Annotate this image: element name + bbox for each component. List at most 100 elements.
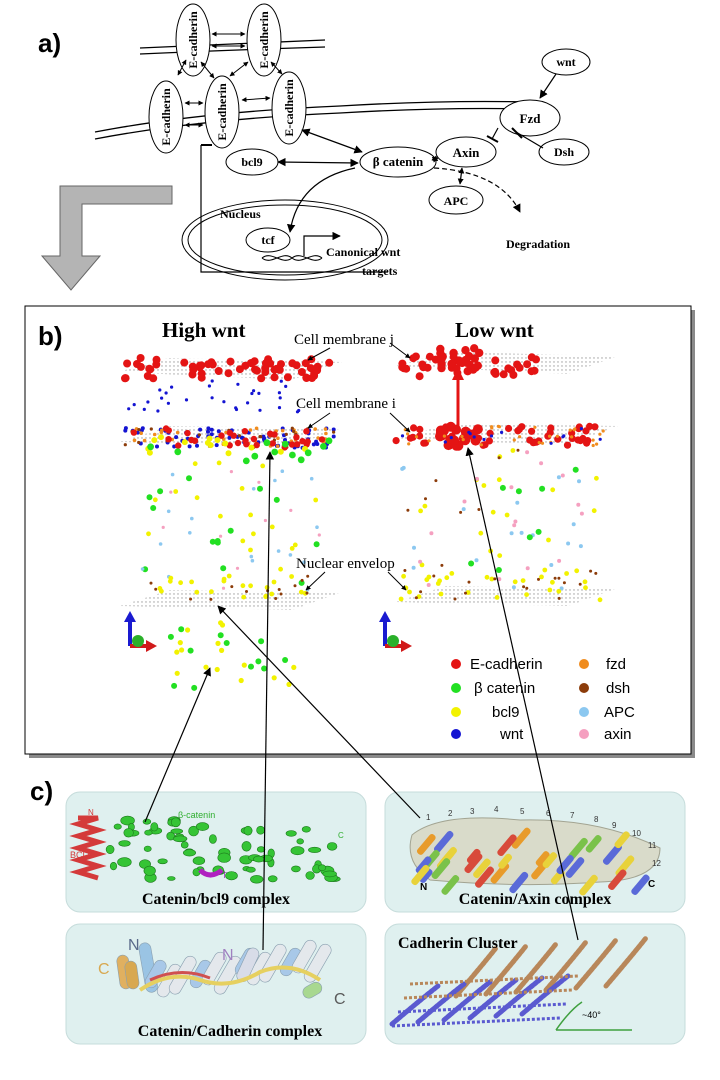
molecule-dot <box>574 568 580 574</box>
molecule-dot <box>447 359 456 369</box>
molecule-dot <box>407 589 412 595</box>
svg-text:3: 3 <box>470 807 475 816</box>
molecule-dot <box>500 430 504 434</box>
molecule-dot <box>513 519 518 524</box>
molecule-dot <box>402 364 411 373</box>
molecule-dot <box>263 594 269 600</box>
axin-node: Axin <box>435 136 497 168</box>
molecule-dot <box>495 567 502 573</box>
molecule-dot <box>537 441 541 445</box>
molecule-dot <box>438 591 444 597</box>
molecule-dot <box>513 360 522 369</box>
svg-text:1: 1 <box>426 813 431 822</box>
molecule-dot <box>497 553 503 558</box>
cadherin-1: E-cadherin <box>175 3 211 77</box>
molecule-dot <box>526 534 533 541</box>
molecule-dot <box>257 485 263 492</box>
molecule-dot <box>579 511 584 516</box>
molecule-dot <box>254 426 259 431</box>
high-wnt-title: High wnt <box>162 318 245 342</box>
molecule-dot <box>206 435 213 442</box>
molecule-dot <box>557 558 562 563</box>
molecule-dot <box>331 434 336 439</box>
molecule-dot <box>269 591 275 597</box>
molecule-dot <box>407 442 411 446</box>
molecule-dot <box>462 358 472 367</box>
molecule-dot <box>189 597 193 601</box>
svg-text:β catenin: β catenin <box>474 680 535 697</box>
molecule-dot <box>207 384 211 388</box>
molecule-dot <box>279 379 283 383</box>
molecule-dot <box>504 364 513 373</box>
molecule-dot <box>248 444 255 451</box>
molecule-dot <box>556 588 562 594</box>
svg-text:C: C <box>648 879 655 890</box>
molecule-dot <box>214 367 223 375</box>
molecule-dot <box>289 508 293 512</box>
beta-catenin-helices <box>105 815 341 884</box>
molecule-dot <box>494 595 500 600</box>
molecule-dot <box>139 431 143 436</box>
molecule-dot <box>547 587 553 593</box>
svg-text:APC: APC <box>604 704 635 721</box>
molecule-dot <box>427 439 431 443</box>
molecule-dot <box>222 400 226 404</box>
molecule-dot <box>245 590 248 593</box>
molecule-dot <box>489 576 495 582</box>
molecule-dot <box>146 531 151 537</box>
legend: E-cadherin β catenin bcl9 wnt fzd dsh AP… <box>451 656 635 743</box>
svg-text:E-cadherin: E-cadherin <box>257 11 271 69</box>
svg-text:10: 10 <box>632 829 641 838</box>
molecule-dot <box>429 531 434 536</box>
molecule-dot <box>187 444 192 449</box>
molecule-dot <box>215 640 221 647</box>
molecule-dot <box>583 585 588 591</box>
molecule-dot <box>468 560 475 567</box>
molecule-dot <box>475 476 479 481</box>
svg-text:β catenin: β catenin <box>373 154 424 169</box>
molecule-dot <box>313 497 319 503</box>
molecule-dot <box>292 361 301 370</box>
molecule-dot <box>187 647 194 654</box>
molecule-dot <box>158 388 162 392</box>
molecule-dot <box>418 508 423 514</box>
svg-text:C: C <box>338 831 344 840</box>
molecule-dot <box>219 534 223 538</box>
molecule-dot <box>251 487 256 491</box>
svg-text:dsh: dsh <box>606 680 630 697</box>
molecule-dot <box>270 373 279 382</box>
molecule-dot <box>281 440 289 448</box>
molecule-dot <box>578 582 582 586</box>
molecule-dot <box>241 361 250 370</box>
molecule-dot <box>237 434 241 438</box>
svg-text:Dsh: Dsh <box>554 145 574 159</box>
molecule-dot <box>288 553 293 557</box>
molecule-dot <box>284 384 288 388</box>
molecule-dot <box>146 494 153 501</box>
molecule-dot <box>406 432 410 436</box>
molecule-dot <box>203 664 209 670</box>
molecule-dot <box>505 424 513 433</box>
molecule-dot <box>286 681 292 688</box>
bcl9-complex-label: Catenin/bcl9 complex <box>142 891 290 908</box>
molecule-dot <box>197 433 201 437</box>
molecule-dot <box>577 479 581 484</box>
molecule-dot <box>226 573 232 579</box>
molecule-dot <box>258 638 265 645</box>
molecule-dot <box>277 406 282 410</box>
axin-complex-label: Catenin/Axin complex <box>459 891 611 908</box>
molecule-dot <box>171 682 178 689</box>
molecule-dot <box>158 542 163 546</box>
molecule-dot <box>225 450 232 457</box>
molecule-dot <box>185 627 191 633</box>
molecule-dot <box>165 436 172 443</box>
molecule-dot <box>484 574 490 580</box>
molecule-dot <box>132 403 136 407</box>
molecule-dot <box>136 362 145 371</box>
molecule-dot <box>525 586 529 590</box>
molecule-dot <box>152 355 161 364</box>
molecule-dot <box>289 574 294 579</box>
svg-text:Nucleus: Nucleus <box>220 207 261 221</box>
molecule-dot <box>422 503 428 509</box>
molecule-dot <box>177 640 183 646</box>
